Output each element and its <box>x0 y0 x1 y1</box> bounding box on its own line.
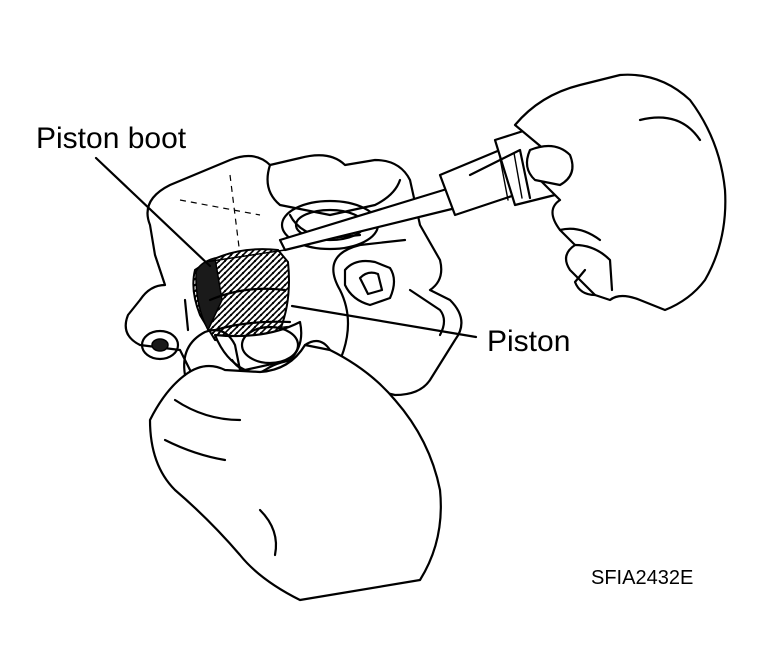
left-hand <box>148 329 442 602</box>
right-hand <box>513 73 727 312</box>
piston-boot-label: Piston boot <box>36 122 187 155</box>
piston-label: Piston <box>487 325 571 358</box>
leader-piston-boot <box>94 156 212 268</box>
leader-piston <box>290 304 478 339</box>
figure-code: SFIA2432E <box>591 567 694 589</box>
